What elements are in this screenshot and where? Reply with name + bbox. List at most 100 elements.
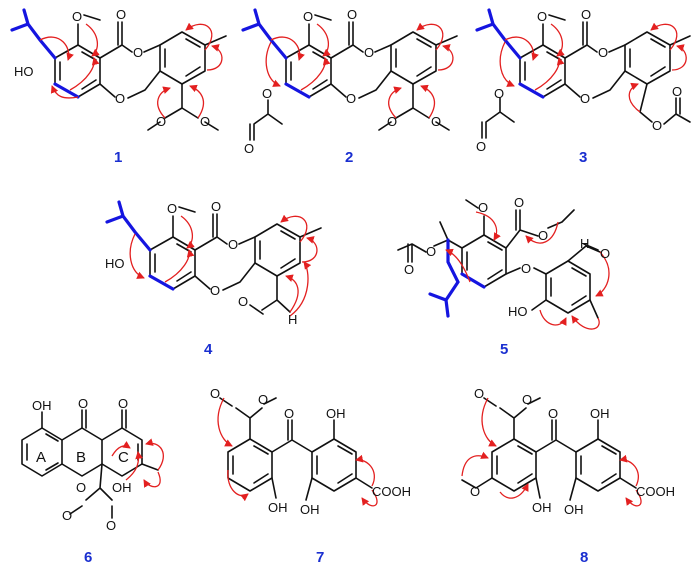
ring-label-b: B — [76, 449, 86, 466]
svg-text:O: O — [167, 201, 177, 216]
svg-text:OH: OH — [300, 502, 320, 517]
compound-5-bonds — [397, 199, 601, 319]
svg-text:O: O — [474, 386, 484, 401]
compound-8-structure: O O O OH O OH OH COOH 8 — [461, 386, 675, 566]
svg-text:O: O — [672, 84, 682, 99]
compound-7-bonds — [219, 397, 373, 501]
svg-text:O: O — [476, 139, 486, 154]
svg-text:OH: OH — [532, 500, 552, 515]
svg-text:OH: OH — [326, 406, 346, 421]
svg-text:O: O — [116, 7, 126, 22]
svg-text:O: O — [284, 406, 294, 421]
compound-8-atom-labels: O O O OH O OH OH COOH — [470, 386, 675, 517]
svg-text:COOH: COOH — [372, 484, 411, 499]
ring-label-a: A — [36, 449, 46, 466]
compound-8-bonds — [461, 397, 637, 501]
compound-5-hmbc-arrows — [445, 211, 610, 330]
svg-text:O: O — [470, 484, 480, 499]
svg-text:HO: HO — [14, 64, 34, 79]
compound-4-hmbc-arrows — [129, 214, 318, 317]
svg-text:O: O — [538, 228, 548, 243]
svg-text:HO: HO — [105, 256, 125, 271]
svg-text:O: O — [210, 283, 220, 298]
svg-text:O: O — [210, 386, 220, 401]
compound-6-hmbc-arrows — [111, 438, 164, 488]
compound-3-structure: O O O O O O O O 3 — [475, 7, 691, 166]
svg-text:O: O — [238, 294, 248, 309]
svg-text:O: O — [387, 114, 397, 129]
svg-text:O: O — [431, 114, 441, 129]
svg-text:O: O — [258, 392, 268, 407]
compound-5-structure: O O O O O O H O HO 5 — [397, 195, 610, 358]
svg-text:O: O — [514, 195, 524, 210]
compound-1-structure: O O O HO O O O 1 — [10, 7, 227, 166]
svg-text:O: O — [106, 518, 116, 533]
compound-8-hmbc-arrows — [461, 397, 642, 507]
svg-text:O: O — [522, 392, 532, 407]
compound-4-highlight-bonds — [105, 200, 175, 291]
svg-text:OH: OH — [32, 398, 52, 413]
svg-text:O: O — [347, 7, 357, 22]
compound-number-7: 7 — [316, 549, 324, 566]
svg-text:H: H — [580, 236, 589, 251]
svg-text:O: O — [404, 262, 414, 277]
svg-text:O: O — [580, 91, 590, 106]
compound-7-atom-labels: O O O OH OH OH COOH — [210, 386, 411, 517]
compound-number-3: 3 — [579, 149, 587, 166]
compound-number-1: 1 — [114, 149, 122, 166]
compound-3-atom-labels: O O O O O O O O — [476, 7, 682, 154]
svg-text:O: O — [364, 45, 374, 60]
svg-text:O: O — [118, 396, 128, 411]
compound-1-bonds — [54, 14, 227, 131]
svg-text:O: O — [228, 237, 238, 252]
svg-text:O: O — [200, 114, 210, 129]
compound-number-8: 8 — [580, 549, 588, 566]
svg-text:O: O — [600, 246, 610, 261]
compound-3-hmbc-arrows — [499, 22, 687, 113]
svg-text:O: O — [494, 86, 504, 101]
svg-text:OH: OH — [590, 406, 610, 421]
compound-4-structure: O O O HO O O H 4 — [105, 199, 322, 358]
compound-2-highlight-bonds — [241, 8, 311, 99]
compound-2-structure: O O O O O O O O 2 — [241, 7, 458, 166]
compound-5-highlight-bonds — [428, 238, 486, 318]
compound-7-hmbc-arrows — [217, 397, 378, 507]
svg-text:O: O — [478, 200, 488, 215]
svg-text:O: O — [78, 396, 88, 411]
svg-text:O: O — [133, 45, 143, 60]
svg-text:HO: HO — [508, 304, 528, 319]
svg-text:OH: OH — [112, 480, 132, 495]
svg-text:O: O — [652, 118, 662, 133]
svg-text:O: O — [598, 45, 608, 60]
compound-4-bonds — [149, 206, 322, 315]
svg-text:O: O — [521, 261, 531, 276]
compound-2-atom-labels: O O O O O O O O — [244, 7, 441, 156]
compound-6-structure: OH O O O OH O O A B C 6 — [21, 396, 164, 566]
compound-1-highlight-bonds — [10, 8, 80, 99]
compound-number-6: 6 — [84, 549, 92, 566]
svg-text:O: O — [62, 508, 72, 523]
compound-3-highlight-bonds — [475, 8, 545, 99]
svg-text:O: O — [581, 7, 591, 22]
compound-6-bonds — [21, 409, 159, 519]
svg-text:O: O — [156, 114, 166, 129]
compound-5-atom-labels: O O O O O O H O HO — [404, 195, 610, 319]
compound-number-4: 4 — [204, 341, 213, 358]
compound-1-atom-labels: O O O HO O O O — [14, 7, 210, 129]
svg-text:COOH: COOH — [636, 484, 675, 499]
svg-text:O: O — [76, 480, 86, 495]
svg-text:H: H — [288, 312, 297, 327]
svg-text:O: O — [346, 91, 356, 106]
svg-text:O: O — [211, 199, 221, 214]
compound-7-structure: O O O OH OH OH COOH 7 — [210, 386, 411, 566]
compound-6-atom-labels: OH O O O OH O O A B C — [32, 396, 132, 533]
ring-label-c: C — [118, 449, 129, 466]
svg-text:O: O — [115, 91, 125, 106]
compound-2-hmbc-arrows — [265, 22, 454, 119]
svg-text:O: O — [262, 86, 272, 101]
compound-2-bonds — [249, 14, 458, 141]
compound-1-hmbc-arrows — [39, 22, 223, 119]
compound-4-atom-labels: O O O HO O O H — [105, 199, 297, 327]
svg-text:OH: OH — [268, 500, 288, 515]
